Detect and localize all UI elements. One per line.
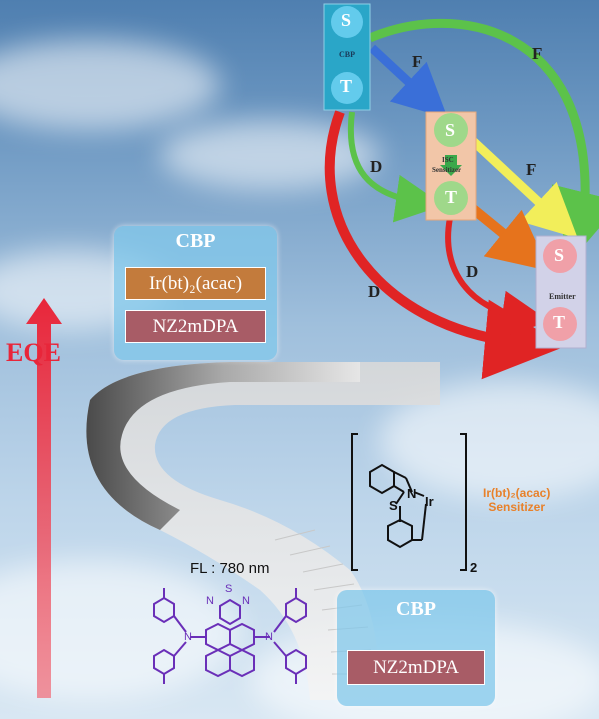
nz2mdpa-structure	[153, 588, 307, 684]
nz-nitrogen-right: N	[242, 595, 250, 607]
cbp-triplet-label: T	[340, 76, 353, 96]
ir-subscript-2: 2	[470, 560, 478, 575]
top-host-label: CBP	[175, 230, 216, 252]
transfer-f-sensitizer-emitter: F	[526, 160, 537, 179]
cbp-box-label: CBP	[339, 50, 355, 59]
eqe-arrow	[26, 298, 62, 698]
sensitizer-caption: Ir(bt)₂(acac) Sensitizer	[483, 486, 550, 514]
ir-complex-structure	[351, 433, 467, 571]
top-device-stack: CBP Ir(bt)₂(acac) NZ2mDPA	[114, 226, 277, 360]
cbp-singlet-label: S	[341, 10, 352, 30]
transfer-d-sensitizer-emitter: D	[466, 262, 479, 281]
nz-sulfur-atom: S	[225, 583, 233, 595]
iridium-atom: Ir	[425, 494, 434, 509]
sensitizer-box-label: Sensitizer	[432, 166, 462, 174]
cloud	[0, 40, 220, 130]
ir-sulfur-atom: S	[389, 498, 398, 513]
transfer-d-cbp-emitter: D	[368, 282, 381, 301]
transfer-f-cbp-sensitizer: F	[412, 52, 423, 71]
emitter-triplet-label: T	[553, 312, 566, 332]
bottom-emitter-layer: NZ2mDPA	[347, 650, 485, 685]
transfer-d-cbp-sensitizer: D	[370, 157, 383, 176]
top-emitter-layer: NZ2mDPA	[125, 310, 266, 343]
top-sensitizer-layer: Ir(bt)₂(acac)	[125, 267, 266, 300]
transfer-f-cbp-emitter: F	[532, 44, 543, 63]
eqe-label: EQE	[6, 338, 61, 367]
nz-amine-nitrogen-left: N	[184, 631, 192, 643]
sensitizer-role: Sensitizer	[488, 500, 546, 514]
emitter-singlet-label: S	[554, 245, 565, 265]
sensitizer-isc-label: ISC	[442, 156, 454, 164]
cloud	[160, 120, 380, 190]
sensitizer-name: Ir(bt)₂(acac)	[483, 486, 551, 500]
nz-nitrogen-left: N	[206, 595, 214, 607]
emitter-box-label: Emitter	[549, 292, 576, 301]
sensitizer-singlet-label: S	[445, 120, 456, 140]
ir-nitrogen-atom: N	[407, 486, 417, 501]
sensitizer-triplet-label: T	[445, 187, 458, 207]
emission-caption: FL : 780 nm	[190, 560, 270, 577]
bottom-device-stack: CBP NZ2mDPA	[337, 590, 495, 706]
nz-amine-nitrogen-right: N	[265, 631, 273, 643]
bottom-host-label: CBP	[396, 598, 436, 620]
energy-transfer-diagram	[323, 3, 599, 380]
